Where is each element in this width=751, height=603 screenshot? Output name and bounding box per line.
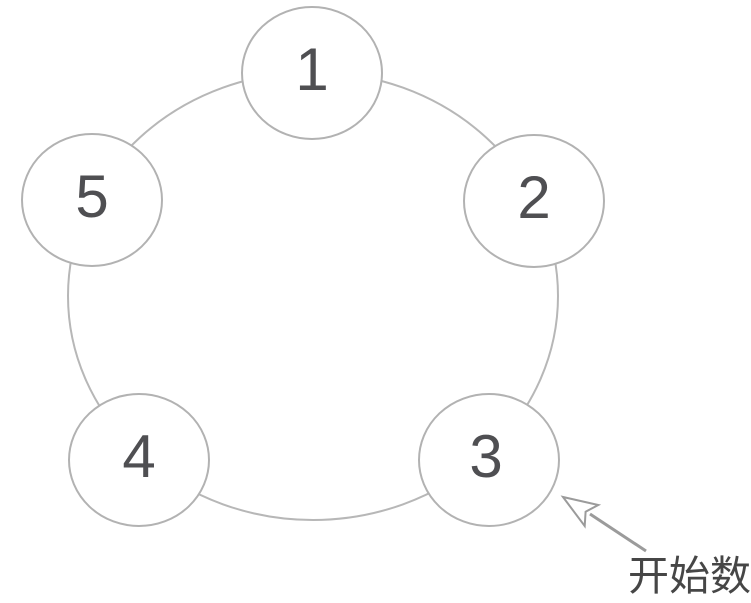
node-1-label: 1: [295, 36, 328, 103]
node-4-circle: [68, 393, 210, 527]
arrow-shaft-line: [589, 512, 647, 553]
node-3-circle: [418, 393, 560, 527]
node-5-label: 5: [75, 163, 108, 230]
annotation-label: 开始数: [628, 553, 751, 599]
start-annotation: 开始数: [560, 495, 751, 599]
node-3: 3: [418, 393, 560, 527]
node-1-circle: [241, 6, 383, 140]
node-2-circle: [463, 134, 605, 268]
node-5: 5: [21, 133, 163, 267]
node-2-label: 2: [517, 164, 550, 231]
node-3-label: 3: [469, 423, 502, 490]
node-1: 1: [241, 6, 383, 140]
node-2: 2: [463, 134, 605, 268]
node-4-label: 4: [122, 423, 155, 490]
arrow-head-icon: [560, 495, 602, 529]
node-4: 4: [68, 393, 210, 527]
node-5-circle: [21, 133, 163, 267]
